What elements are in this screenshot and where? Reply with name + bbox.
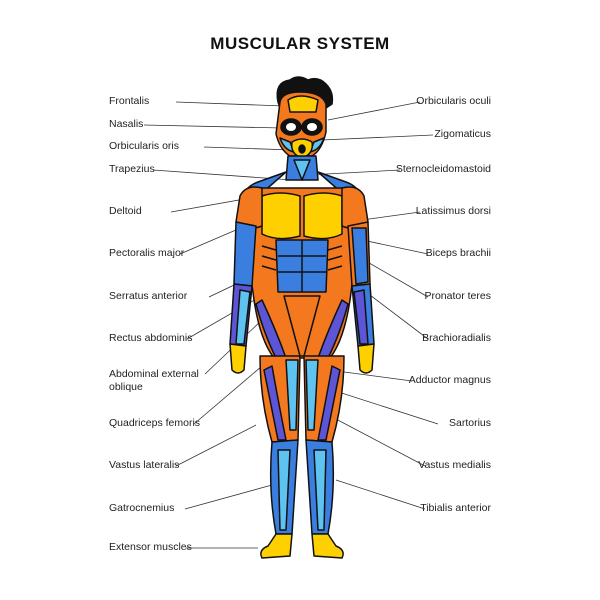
eye-left-inner (286, 123, 296, 131)
forehead (287, 95, 319, 113)
label-serratus-anterior: Serratus anterior (109, 290, 188, 302)
label-extensor-muscles: Extensor muscles (109, 541, 192, 553)
tibialis-right (313, 449, 327, 531)
pectoral-right (303, 192, 343, 240)
label-brachioradialis: Brachioradialis (422, 332, 491, 344)
quadriceps-right (317, 365, 341, 441)
label-orbicularis-oculi: Orbicularis oculi (416, 95, 491, 107)
adductor-right (305, 359, 319, 431)
label-abdominal-external-oblique: Abdominal external oblique (109, 368, 199, 393)
serratus-left (261, 245, 277, 271)
forearm-left-inner (235, 289, 251, 345)
leader-zigomaticus (321, 134, 434, 141)
leader-orbicularis-oculi (327, 101, 421, 121)
leader-nasalis (143, 124, 283, 129)
label-adductor-magnus: Adductor magnus (408, 374, 491, 386)
upper-arm-left (233, 221, 257, 287)
label-rectus-abdominis: Rectus abdominis (109, 332, 193, 344)
eye-right-inner (307, 123, 317, 131)
leader-gatrocnemius (184, 484, 273, 510)
abdominal-lines (278, 240, 326, 292)
label-vastus-lateralis: Vastus lateralis (109, 459, 180, 471)
leader-quadriceps (193, 365, 263, 425)
label-frontalis: Frontalis (109, 95, 150, 107)
label-latissimus-dorsi: Latissimus dorsi (415, 205, 491, 217)
tibialis-left (277, 449, 291, 531)
neck-front (293, 159, 311, 181)
leader-orbicularis-oris (203, 146, 293, 151)
label-sternocleidomastoid: Sternocleidomastoid (395, 163, 491, 175)
diagram-title: MUSCULAR SYSTEM (210, 34, 390, 53)
label-gatrocnemius: Gatrocnemius (109, 502, 175, 514)
forearm-right-inner (353, 289, 369, 345)
leader-pronator (363, 259, 429, 298)
serratus-right (327, 245, 343, 271)
label-tibialis-anterior: Tibialis anterior (420, 502, 491, 514)
quadriceps-left (263, 365, 287, 441)
leader-frontalis (175, 101, 285, 107)
body-figure (229, 76, 375, 559)
label-pronator-teres: Pronator teres (424, 290, 491, 302)
label-trapezius: Trapezius (109, 163, 155, 175)
mouth-opening (298, 144, 306, 154)
label-zigomaticus: Zigomaticus (434, 128, 491, 140)
pectoral-left (261, 192, 301, 240)
foot-right (311, 533, 344, 559)
hand-left (229, 343, 247, 374)
leader-vastus-medialis (333, 417, 426, 467)
leader-brachioradialis (365, 291, 429, 340)
label-deltoid: Deltoid (109, 205, 142, 217)
label-pectoralis-major: Pectoralis major (109, 247, 185, 259)
label-nasalis: Nasalis (109, 118, 144, 130)
label-biceps-brachii: Biceps brachii (425, 247, 491, 259)
leader-vastus-lateralis (175, 424, 257, 467)
hand-right (357, 343, 375, 374)
foot-left (260, 533, 293, 559)
label-vastus-medialis: Vastus medialis (418, 459, 491, 471)
label-quadriceps-femoris: Quadriceps femoris (109, 417, 201, 429)
leader-sartorius (325, 387, 439, 425)
adductor-left (285, 359, 299, 431)
biceps-right (351, 227, 369, 285)
label-orbicularis-oris: Orbicularis oris (109, 140, 180, 152)
label-sartorius: Sartorius (448, 417, 491, 429)
leader-tibialis (335, 479, 426, 510)
